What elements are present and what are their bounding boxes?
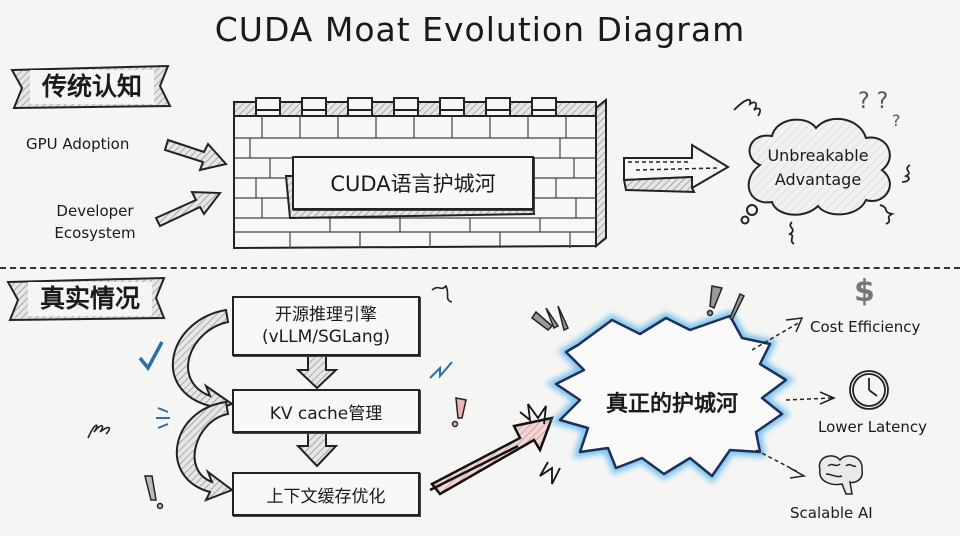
cloud-text: Unbreakable Advantage — [748, 144, 888, 192]
banner-reality: 真实情况 — [39, 284, 140, 313]
clock-icon — [849, 370, 889, 410]
flow-step-context-cache: 上下文缓存优化 — [232, 472, 420, 516]
benefit-connectors — [751, 321, 833, 473]
spark-lines — [431, 284, 453, 303]
exclamation-gray — [144, 475, 164, 510]
exclamation-pink — [451, 397, 467, 428]
result-arrow — [622, 143, 730, 194]
blue-zigzag — [429, 361, 453, 379]
burst-shape — [546, 309, 795, 484]
svg-text:?: ? — [892, 111, 901, 130]
dollar-icon: $ — [854, 274, 875, 309]
burst-exclamations — [530, 285, 746, 332]
gpu-arrow — [163, 138, 228, 172]
developer-label-line2: Ecosystem — [54, 224, 136, 242]
flow-step-open-source-engine: 开源推理引擎 (vLLM/SGLang) — [232, 296, 420, 356]
flow-step-1-line1: 开源推理引擎 — [275, 305, 377, 325]
wall-sign-text: CUDA语言护城河 — [330, 172, 496, 196]
flow-step-1-line2: (vLLM/SGLang) — [261, 327, 391, 347]
flow-step-kv-cache: KV cache管理 — [232, 389, 420, 433]
curved-arrows — [171, 308, 235, 502]
impact-spikes — [519, 403, 561, 485]
question-marks: ? ? — [858, 89, 888, 114]
flow-step-3-text: 上下文缓存优化 — [266, 486, 386, 507]
banner-reality-shape — [6, 276, 166, 322]
burst-text: 真正的护城河 — [605, 392, 738, 417]
cloud-text-line2: Advantage — [774, 170, 862, 189]
benefit-scalable-ai: Scalable AI — [790, 504, 873, 522]
scribble — [87, 424, 111, 439]
benefit-arrowheads — [785, 317, 836, 479]
developer-label-line1: Developer — [56, 202, 134, 220]
section-divider — [0, 267, 960, 269]
developer-ecosystem-label: Developer Ecosystem — [40, 200, 150, 244]
banner-traditional: 传统认知 — [41, 72, 142, 101]
cloud-squiggles — [733, 98, 911, 245]
banner-traditional-shape — [10, 64, 172, 110]
blue-emphasis-lines — [156, 407, 170, 429]
wall-sign: CUDA语言护城河 — [292, 156, 534, 210]
developer-arrow — [154, 190, 222, 228]
cloud-text-line1: Unbreakable — [767, 146, 869, 165]
benefit-cost-efficiency: Cost Efficiency — [810, 318, 921, 336]
cloud-shape — [740, 118, 891, 225]
gpu-adoption-label: GPU Adoption — [26, 135, 130, 153]
big-pink-arrow — [429, 416, 554, 496]
blue-check-icon — [138, 341, 164, 372]
page-title: CUDA Moat Evolution Diagram — [214, 10, 746, 49]
flow-step-2-text: KV cache管理 — [269, 403, 383, 424]
benefit-lower-latency: Lower Latency — [818, 418, 927, 436]
brain-icon — [818, 455, 863, 495]
